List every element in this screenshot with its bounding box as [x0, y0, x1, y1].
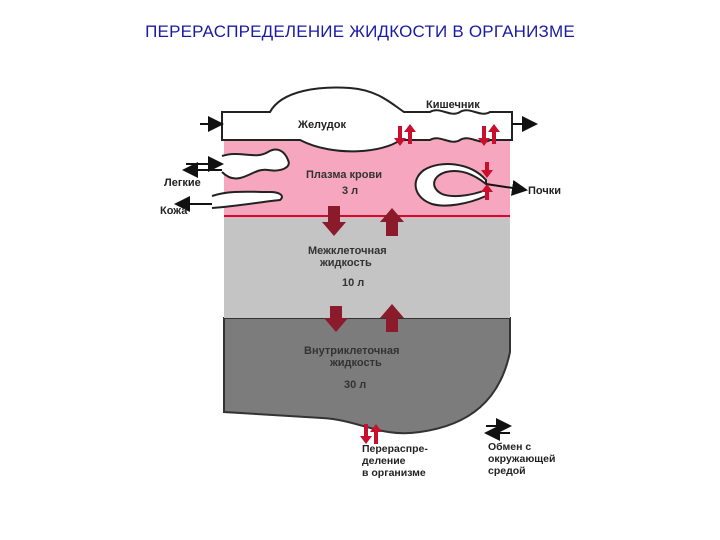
legend-exchange-line2: окружающей [488, 453, 555, 465]
intracellular-name-1: Внутриклеточная [304, 345, 399, 357]
legend-redistribution-icon [360, 424, 382, 444]
interstitial-name-2: жидкость [319, 257, 372, 269]
legend-redistribution-line1: Перераспре- [362, 443, 428, 455]
legend-redistribution-line2: деление [362, 455, 406, 467]
intracellular-region [223, 317, 511, 435]
kidneys-label: Почки [528, 185, 561, 197]
legend-redistribution-line3: в организме [362, 467, 426, 479]
plasma-name: Плазма крови [306, 169, 382, 181]
intracellular-name-2: жидкость [329, 357, 382, 369]
kidney-redistribution-arrows [481, 162, 493, 200]
page-title: ПЕРЕРАСПРЕДЕЛЕНИЕ ЖИДКОСТИ В ОРГАНИЗМЕ [145, 22, 575, 41]
skin-shape [211, 190, 283, 209]
gi-redistribution-arrows [394, 124, 500, 146]
intracellular-volume: 30 л [344, 379, 366, 391]
intestine-label: Кишечник [426, 99, 480, 111]
stomach-label: Желудок [297, 119, 346, 131]
lungs-shape [221, 148, 290, 180]
interstitial-region [224, 218, 510, 318]
interstitial-intracellular-arrows [324, 304, 404, 332]
plasma-interstitial-arrows [322, 206, 404, 236]
interstitial-volume: 10 л [342, 277, 364, 289]
legend-exchange-line1: Обмен с [488, 441, 531, 453]
legend-exchange-icon [484, 418, 512, 441]
legend-exchange-line3: средой [488, 465, 526, 477]
skin-label: Кожа [160, 205, 188, 217]
lungs-label: Легкие [164, 177, 201, 189]
kidney-out-arrow [485, 180, 528, 196]
interstitial-name-1: Межклеточная [308, 245, 387, 257]
plasma-volume: 3 л [342, 185, 358, 197]
